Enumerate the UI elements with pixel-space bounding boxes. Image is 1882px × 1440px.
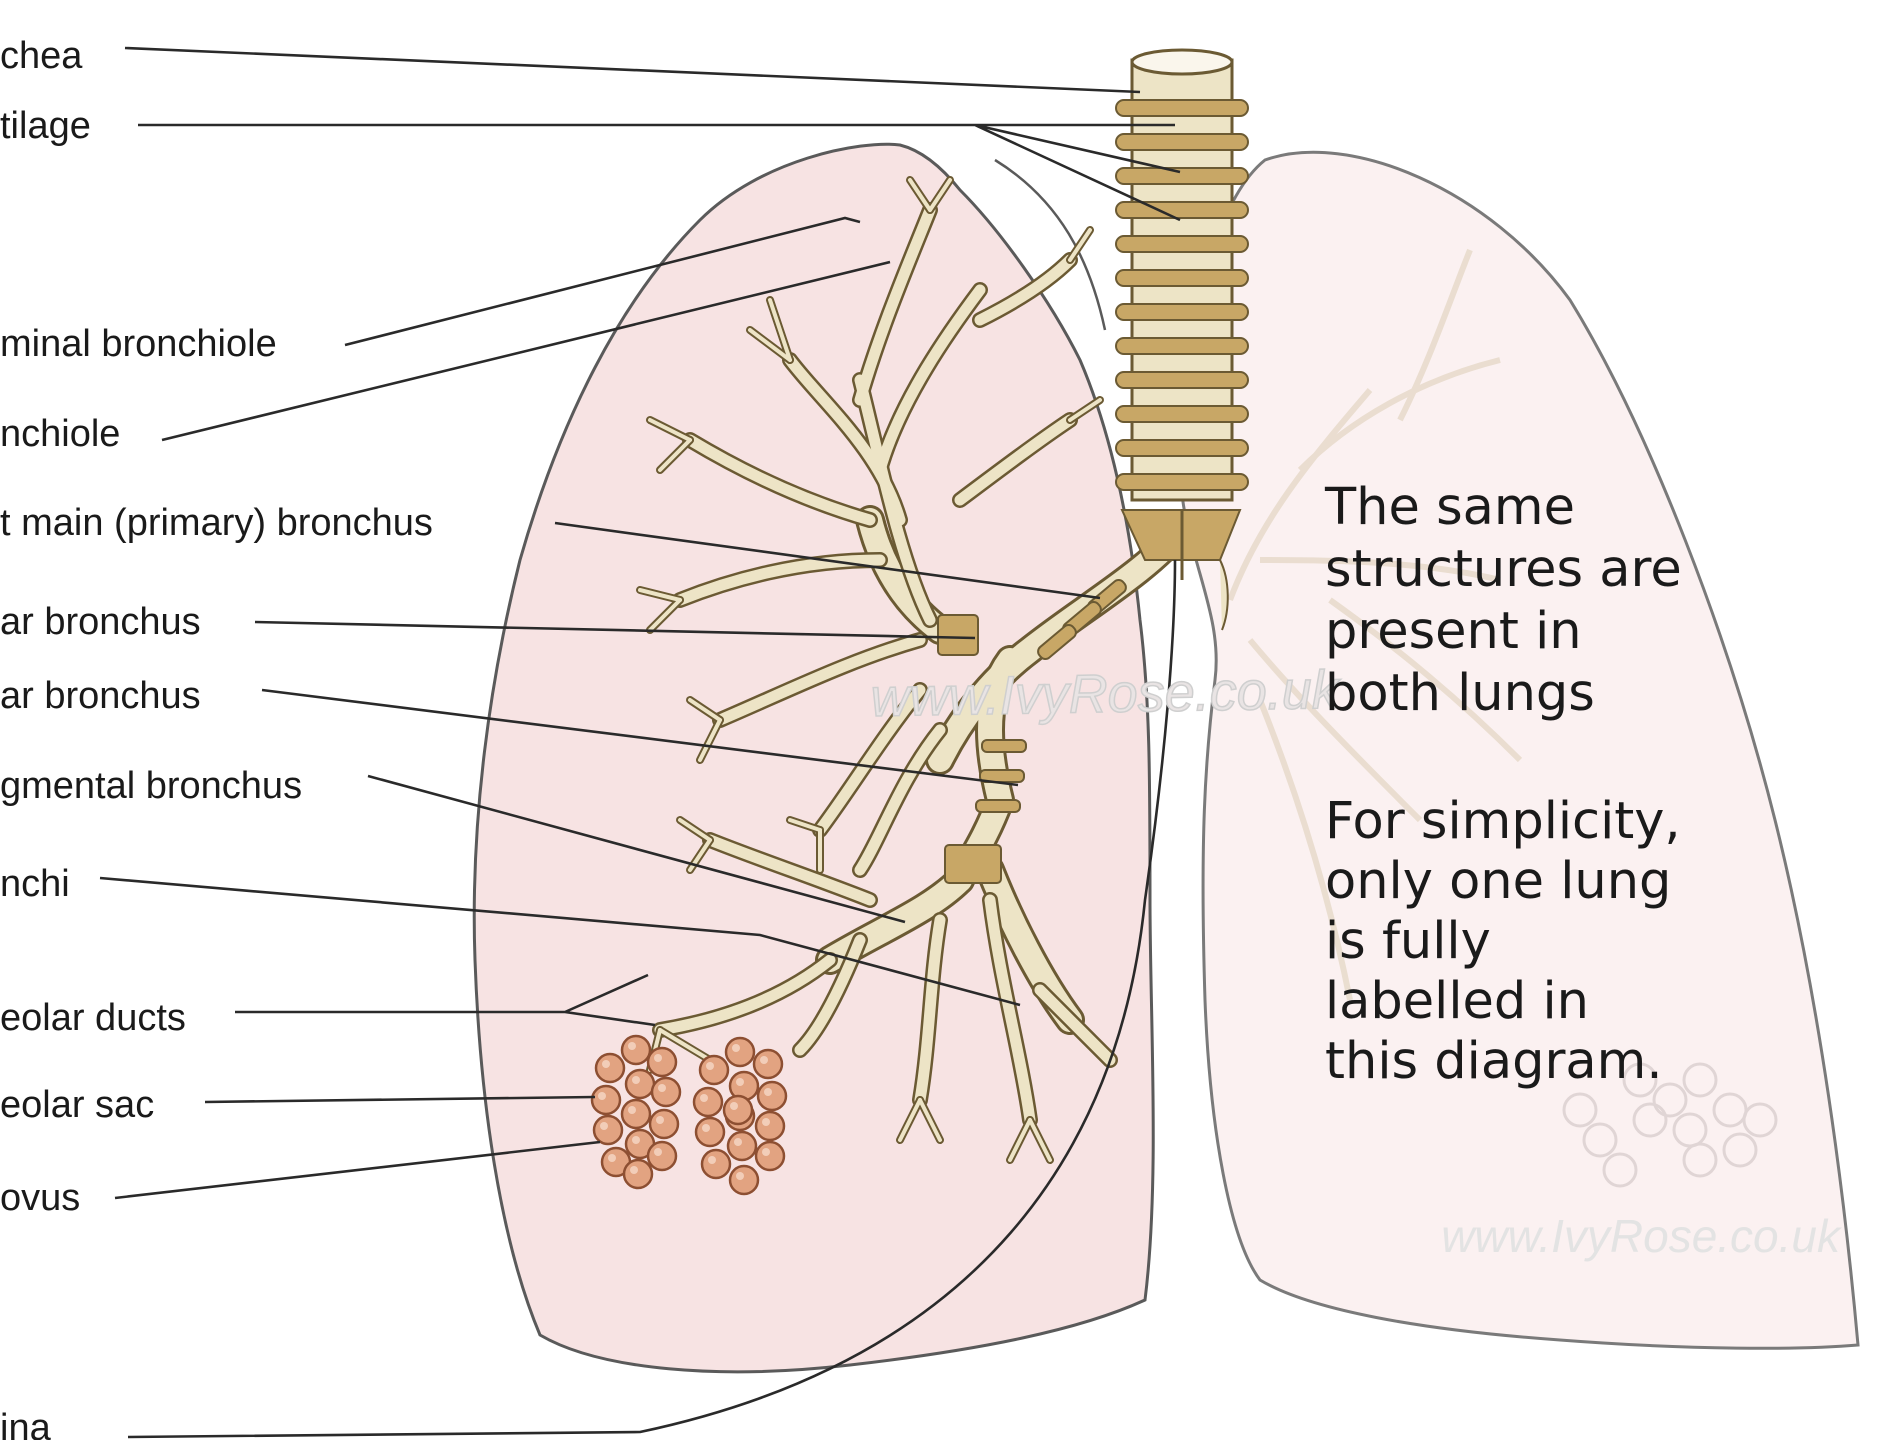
label-segmental-bronchus: gmental bronchus bbox=[0, 765, 302, 807]
label-bronchiole: nchiole bbox=[0, 413, 120, 455]
alveolus-circle bbox=[754, 1050, 782, 1078]
label-alveolar-sac: eolar sac bbox=[0, 1084, 154, 1126]
alveolus-circle bbox=[756, 1142, 784, 1170]
alveolus-circle bbox=[724, 1096, 752, 1124]
alveolus-circle bbox=[592, 1086, 620, 1114]
left-lung-faded bbox=[1179, 152, 1858, 1348]
alveolus-circle bbox=[648, 1048, 676, 1076]
alveolus-highlight bbox=[654, 1054, 662, 1062]
alveolus-circle bbox=[596, 1054, 624, 1082]
alveolus-highlight bbox=[608, 1154, 616, 1162]
alveolus-circle bbox=[728, 1132, 756, 1160]
cartilage-ring bbox=[1116, 372, 1248, 388]
cartilage-ring bbox=[1116, 270, 1248, 286]
label-main-bronchus: t main (primary) bronchus bbox=[0, 502, 433, 544]
cartilage-ring bbox=[1116, 134, 1248, 150]
structure-labels: chea tilage minal bronchiole nchiole t m… bbox=[0, 35, 433, 1440]
alveolus-circle bbox=[696, 1118, 724, 1146]
watermark-center: www.IvyRose.co.uk bbox=[870, 660, 1342, 728]
alveolus-highlight bbox=[764, 1088, 772, 1096]
alveolus-highlight bbox=[700, 1094, 708, 1102]
alveolus-highlight bbox=[632, 1076, 640, 1084]
watermark-corner: www.IvyRose.co.uk bbox=[1441, 1210, 1842, 1262]
note-line: The same bbox=[1324, 478, 1575, 537]
alveolus-highlight bbox=[762, 1148, 770, 1156]
alveolus-highlight bbox=[600, 1122, 608, 1130]
alveolus-highlight bbox=[760, 1056, 768, 1064]
alveolus-circle bbox=[758, 1082, 786, 1110]
alveolus-circle bbox=[648, 1142, 676, 1170]
label-lobar-bronchus-2: ar bronchus bbox=[0, 675, 201, 717]
alveolus-highlight bbox=[632, 1136, 640, 1144]
alveolus-highlight bbox=[630, 1166, 638, 1174]
alveolus-highlight bbox=[730, 1102, 738, 1110]
alveolus-highlight bbox=[598, 1092, 606, 1100]
note-line: present in bbox=[1325, 602, 1582, 661]
alveolus-circle bbox=[756, 1112, 784, 1140]
alveolus-circle bbox=[652, 1078, 680, 1106]
alveolus-circle bbox=[650, 1110, 678, 1138]
alveolus-highlight bbox=[702, 1124, 710, 1132]
alveolus-highlight bbox=[706, 1062, 714, 1070]
cartilage-ring bbox=[1116, 202, 1248, 218]
alveolus-circle bbox=[594, 1116, 622, 1144]
alveolus-circle bbox=[622, 1036, 650, 1064]
note-line: For simplicity, bbox=[1325, 792, 1681, 851]
label-carina: ina bbox=[0, 1407, 52, 1440]
cartilage-ring bbox=[1116, 440, 1248, 456]
alveolus-highlight bbox=[708, 1156, 716, 1164]
label-alveolar-ducts: eolar ducts bbox=[0, 997, 186, 1039]
alveolus-highlight bbox=[656, 1116, 664, 1124]
alveolus-highlight bbox=[762, 1118, 770, 1126]
alveolus-highlight bbox=[734, 1138, 742, 1146]
note-line: labelled in bbox=[1325, 972, 1589, 1031]
alveolus-highlight bbox=[732, 1044, 740, 1052]
cartilage-ring bbox=[1116, 304, 1248, 320]
alveolus-circle bbox=[694, 1088, 722, 1116]
note-line: only one lung bbox=[1325, 852, 1671, 911]
label-trachea: chea bbox=[0, 35, 83, 77]
alveolus-highlight bbox=[654, 1148, 662, 1156]
alveolus-circle bbox=[726, 1038, 754, 1066]
note-line: this diagram. bbox=[1325, 1032, 1663, 1091]
cartilage-ring bbox=[1116, 406, 1248, 422]
alveolus-highlight bbox=[736, 1078, 744, 1086]
leader-cartilage bbox=[138, 125, 1180, 220]
note-line: both lungs bbox=[1325, 664, 1595, 723]
cartilage-ring bbox=[1116, 474, 1248, 490]
alveolus-highlight bbox=[628, 1042, 636, 1050]
label-cartilage: tilage bbox=[0, 105, 91, 147]
note-line: structures are bbox=[1325, 540, 1682, 599]
alveolus-circle bbox=[624, 1160, 652, 1188]
note-line: is fully bbox=[1325, 912, 1491, 971]
leader-trachea bbox=[125, 48, 1140, 92]
cartilage-ring bbox=[1116, 236, 1248, 252]
cartilage-ring bbox=[1116, 168, 1248, 184]
right-lung bbox=[474, 144, 1153, 1371]
alveolus-highlight bbox=[628, 1106, 636, 1114]
alveolus-circle bbox=[702, 1150, 730, 1178]
alveolus-highlight bbox=[658, 1084, 666, 1092]
alveolus-circle bbox=[700, 1056, 728, 1084]
cartilage-ring bbox=[1116, 100, 1248, 116]
alveolus-circle bbox=[730, 1166, 758, 1194]
label-lobar-bronchus-1: ar bronchus bbox=[0, 601, 201, 643]
alveolus-circle bbox=[626, 1070, 654, 1098]
label-terminal-bronchiole: minal bronchiole bbox=[0, 323, 277, 365]
alveolus-highlight bbox=[736, 1172, 744, 1180]
label-alveolus: ovus bbox=[0, 1177, 80, 1219]
label-bronchi: nchi bbox=[0, 863, 70, 905]
alveolus-circle bbox=[622, 1100, 650, 1128]
cartilage-ring bbox=[1116, 338, 1248, 354]
alveolus-highlight bbox=[602, 1060, 610, 1068]
